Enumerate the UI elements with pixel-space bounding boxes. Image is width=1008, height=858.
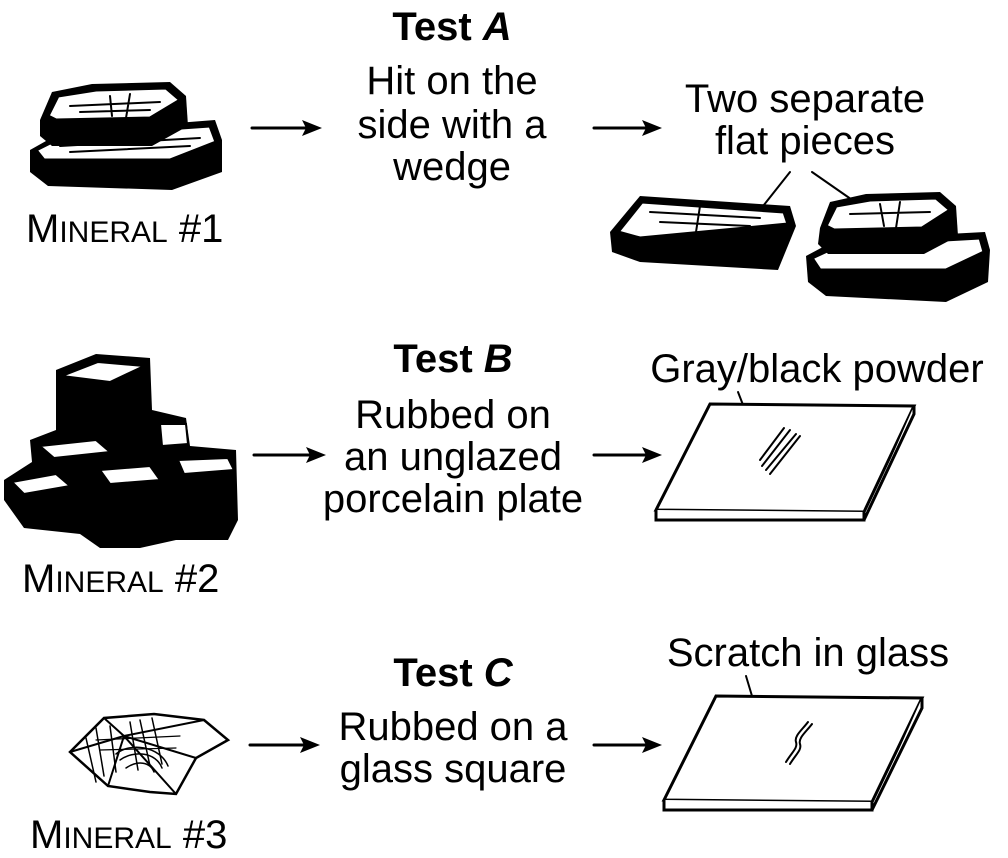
test-a-title: Test A — [392, 5, 511, 49]
mineral-3-label: MINERAL #3 — [30, 813, 227, 857]
glass-square — [661, 694, 925, 812]
test-b-line-3: porcelain plate — [323, 477, 583, 521]
result-c-label: Scratch in glass — [667, 631, 949, 675]
arrow-2a — [252, 447, 326, 463]
mineral-2-label: MINERAL #2 — [22, 557, 219, 601]
arrow-1b — [592, 120, 662, 136]
flat-piece-right — [806, 192, 990, 302]
result-a-line-2: flat pieces — [715, 119, 895, 163]
test-b-line-2: an unglazed — [344, 435, 562, 479]
result-b-label: Gray/black powder — [650, 347, 983, 391]
result-a-line-1: Two separate — [685, 77, 925, 121]
test-a-line-2: side with a — [358, 103, 548, 147]
test-a-line-1: Hit on the — [366, 59, 537, 103]
row-test-a: MINERAL #1 Test A Hit on the side with a… — [26, 5, 990, 302]
test-c-line-1: Rubbed on a — [338, 705, 568, 749]
test-c-title: Test C — [393, 651, 513, 695]
mineral-3-illustration — [68, 712, 231, 796]
flat-piece-left — [610, 196, 796, 270]
test-c-line-2: glass square — [340, 747, 567, 791]
mineral-1-illustration — [30, 82, 222, 190]
mineral-2-illustration — [4, 354, 238, 548]
porcelain-plate — [653, 402, 917, 522]
mineral-1-label: MINERAL #1 — [26, 207, 223, 251]
arrow-1a — [250, 120, 322, 136]
test-b-title: Test B — [393, 337, 512, 381]
row-test-c: MINERAL #3 Test C Rubbed on a glass squa… — [30, 631, 949, 857]
arrow-2b — [592, 447, 662, 463]
arrow-3a — [248, 737, 320, 753]
row-test-b: MINERAL #2 Test B Rubbed on an unglazed … — [4, 337, 984, 601]
test-b-line-1: Rubbed on — [355, 393, 551, 437]
arrow-3b — [592, 737, 662, 753]
test-a-line-3: wedge — [392, 145, 511, 189]
